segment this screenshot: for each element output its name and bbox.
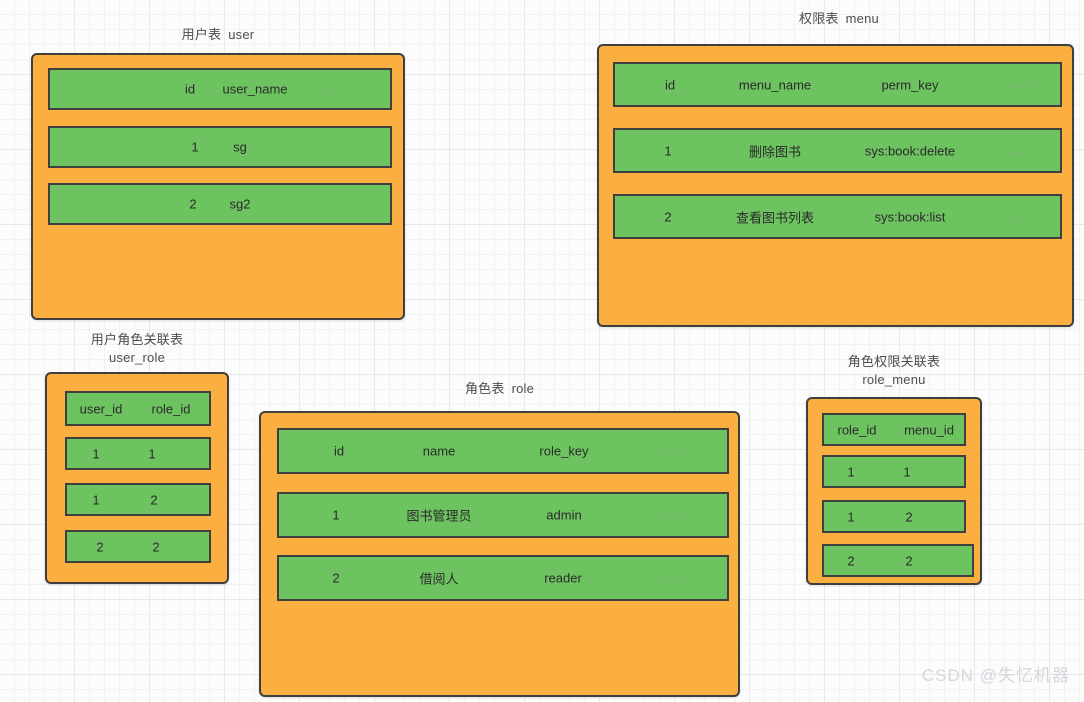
cell-role-id: 1 <box>847 464 855 479</box>
table-title-cn-user: 用户表 <box>181 27 222 42</box>
table-title-role_menu: 角色权限关联表 role_menu <box>806 353 982 389</box>
table-header-row[interactable]: id user_name...... <box>48 68 392 110</box>
table-title-en-role_menu: role_menu <box>862 372 926 387</box>
cell-user-id: 1 <box>92 446 100 461</box>
table-row[interactable]: 2 sg2 <box>48 183 392 225</box>
cell-role-id: 2 <box>152 539 160 554</box>
cell-menu-id: 2 <box>905 553 913 568</box>
table-title-cn-user_role: 用户角色关联表 <box>90 332 184 347</box>
cell-user-id: 2 <box>96 539 104 554</box>
col-more: ........ <box>659 445 689 457</box>
table-row[interactable]: 1 sg <box>48 126 392 168</box>
table-row[interactable]: 2 借阅人 reader........ <box>277 555 729 601</box>
table-title-menu: 权限表 menu <box>597 10 1074 28</box>
table-title-cn-role_menu: 角色权限关联表 <box>847 354 941 369</box>
table-row[interactable]: 1 删除图书 sys:book:delete........ <box>613 128 1062 173</box>
col-role-id: role_id <box>837 422 877 437</box>
col-menu-name: menu_name <box>738 77 812 92</box>
col-more: ........ <box>1005 78 1035 91</box>
cell-name: 借阅人 <box>419 571 459 587</box>
cell-user-name: sg <box>233 139 247 155</box>
cell-perm-key: sys:book:list <box>874 209 946 224</box>
cell-role-key: admin <box>546 507 582 523</box>
cell-user-name: sg2 <box>229 196 251 212</box>
cell-name: 图书管理员 <box>406 508 472 524</box>
table-title-en-user: user <box>228 27 255 42</box>
table-row[interactable]: 2 查看图书列表 sys:book:list........ <box>613 194 1062 239</box>
cell-id: 1 <box>191 139 199 155</box>
cell-menu-id: 2 <box>905 509 913 524</box>
col-id: id <box>664 77 676 92</box>
col-user-id: user_id <box>79 401 123 416</box>
cell-menu-name: 删除图书 <box>748 144 801 159</box>
cell-menu-id: 1 <box>903 464 911 479</box>
table-header-row[interactable]: role_id menu_id <box>822 413 966 446</box>
table-header-row[interactable]: id menu_name perm_key........ <box>613 62 1062 107</box>
col-perm-key: perm_key <box>881 77 939 92</box>
cell-more: ........ <box>1003 144 1033 157</box>
table-title-cn-menu: menu <box>845 11 879 26</box>
csdn-watermark: CSDN @失忆机器 <box>921 666 1070 685</box>
cell-role-id: 2 <box>150 492 158 507</box>
cell-role-id: 1 <box>847 509 855 524</box>
cell-id: 2 <box>332 570 340 586</box>
table-title-cn-role: 角色表 <box>464 381 505 396</box>
cell-more: ........ <box>1003 210 1033 223</box>
table-title-user_role: 用户角色关联表 user_role <box>45 331 229 367</box>
table-title-en-user_role: user_role <box>109 350 165 365</box>
col-menu-id: menu_id <box>904 422 954 437</box>
table-title-role: 角色表 role <box>259 380 740 398</box>
col-id: id <box>184 81 196 97</box>
cell-id: 2 <box>664 209 672 224</box>
cell-role-id: 1 <box>148 446 156 461</box>
col-name: name <box>422 443 456 459</box>
col-user-name: user_name <box>222 81 288 97</box>
table-title-en-menu: 权限表 <box>799 11 839 26</box>
cell-id: 1 <box>664 143 672 158</box>
col-role-key: role_key <box>539 443 589 459</box>
col-more: ...... <box>314 83 336 95</box>
cell-role-key: reader <box>544 570 582 586</box>
col-id: id <box>333 443 345 459</box>
table-box-role[interactable]: id name role_key........ 1 图书管理员 admin.......… <box>259 411 740 697</box>
cell-menu-name: 查看图书列表 <box>735 210 814 225</box>
cell-id: 2 <box>189 196 197 212</box>
cell-id: 1 <box>332 507 340 523</box>
cell-perm-key: sys:book:delete <box>864 143 956 158</box>
table-row[interactable]: 1 图书管理员 admin........ <box>277 492 729 538</box>
table-title-user: 用户表 user <box>31 26 405 44</box>
cell-user-id: 1 <box>92 492 100 507</box>
table-header-row[interactable]: id name role_key........ <box>277 428 729 474</box>
table-box-menu[interactable]: id menu_name perm_key........ 1 删除图书 sys:book… <box>597 44 1074 327</box>
table-header-row[interactable]: user_id role_id <box>65 391 211 426</box>
cell-role-id: 2 <box>847 553 855 568</box>
table-title-en-role: role <box>511 381 535 396</box>
cell-more: ........ <box>657 572 687 584</box>
cell-more: ........ <box>657 509 687 521</box>
col-role-id: role_id <box>151 401 191 416</box>
